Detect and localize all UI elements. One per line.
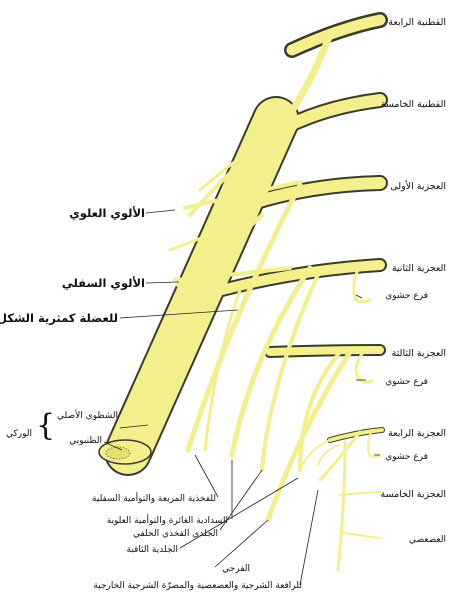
branch-perforating-cutaneous (298, 350, 342, 472)
leader-common-peroneal (119, 424, 149, 429)
label-visceral-branch-3: فرع حشوي (385, 452, 428, 462)
label-visceral-branch-1: فرع حشوي (385, 291, 428, 301)
leader-piriformis (119, 309, 239, 319)
label-lumbar5: القطنية الخامسة (381, 99, 446, 110)
inferior-gluteal-branch-b (173, 266, 292, 282)
label-common-peroneal: الشظوي الأصلي (57, 409, 118, 421)
label-sciatic: الوركي (6, 429, 32, 439)
root-s2 (217, 260, 385, 295)
sciatic-trunk (106, 98, 298, 474)
coccygeal-branch (339, 531, 381, 539)
root-s5 (339, 491, 381, 496)
label-sacral5: العجزية الخامسة (381, 489, 446, 500)
leader-lines (103, 209, 380, 586)
branch-posterior-femoral-cutaneous (260, 268, 322, 472)
leader-visceral-1 (355, 294, 363, 299)
sciatic-brace: { (36, 408, 55, 443)
label-sacral3: العجزية الثالثة (392, 348, 446, 359)
label-tibial: الظنبوبي (69, 436, 102, 446)
tibial-part-hatch (105, 446, 131, 460)
branch-obturator-internus (229, 265, 313, 458)
label-sacral2: العجزية الثانية (392, 263, 446, 274)
label-piriformis: للعضلة كمثرية الشكل (0, 311, 118, 325)
root-l4 (286, 14, 386, 56)
leader-quadratus (194, 454, 219, 498)
label-sacral4: العجزية الرابعة (388, 428, 446, 439)
label-sacral1: العجزية الأولى (390, 180, 446, 192)
label-obturator-internus: السدادية الغائرة والتوأمية العلوية (107, 514, 228, 526)
leader-superior-gluteal (145, 209, 176, 214)
superior-gluteal-branch-b (183, 180, 302, 210)
label-coccygeal: العصعصي (409, 535, 446, 545)
s4-twig-a (317, 444, 339, 466)
label-posterior-femoral-cutaneous: الجلدي الفخذي الخلفي (133, 529, 218, 539)
label-pudendal: الفرجي (222, 564, 250, 574)
branch-to-quadratus (185, 182, 303, 453)
label-perforating-cutaneous: الجلدية الثاقبة (127, 545, 179, 555)
s5-coccygeal-trunk (336, 440, 347, 572)
root-s3 (266, 346, 384, 356)
superior-gluteal-branch-c (198, 118, 302, 192)
s4-to-levator (318, 430, 362, 482)
label-inferior-gluteal: الألوي السفلي (62, 276, 145, 291)
label-quadratus: للفخذية المربعة والتوأمية السفلية (92, 492, 216, 504)
branch-piriformis-side (203, 288, 242, 452)
branch-pudendal (265, 349, 353, 523)
label-superior-gluteal: الألوي العلوي (69, 206, 145, 221)
leader-levator (299, 489, 319, 586)
visceral-branch-s2 (352, 263, 372, 304)
label-visceral-branch-2: فرع حشوي (385, 377, 428, 387)
leader-pudendal (214, 519, 269, 568)
label-levator-sphincter: للرافعة الشرجية والعصعصية والمصرّة الشرج… (93, 581, 302, 591)
leader-tibial (103, 441, 123, 451)
inferior-gluteal-branch-c (168, 220, 242, 252)
nerve-fills (106, 14, 386, 572)
label-lumbar4: القطنية الرابعة (388, 17, 446, 28)
s4-twig-b (299, 439, 331, 471)
leader-inferior-gluteal (145, 281, 179, 284)
labels: القطنية الرابعة القطنية الخامسة العجزية … (0, 17, 446, 591)
visceral-branch-s4 (366, 429, 381, 458)
leader-perforating (179, 477, 299, 549)
